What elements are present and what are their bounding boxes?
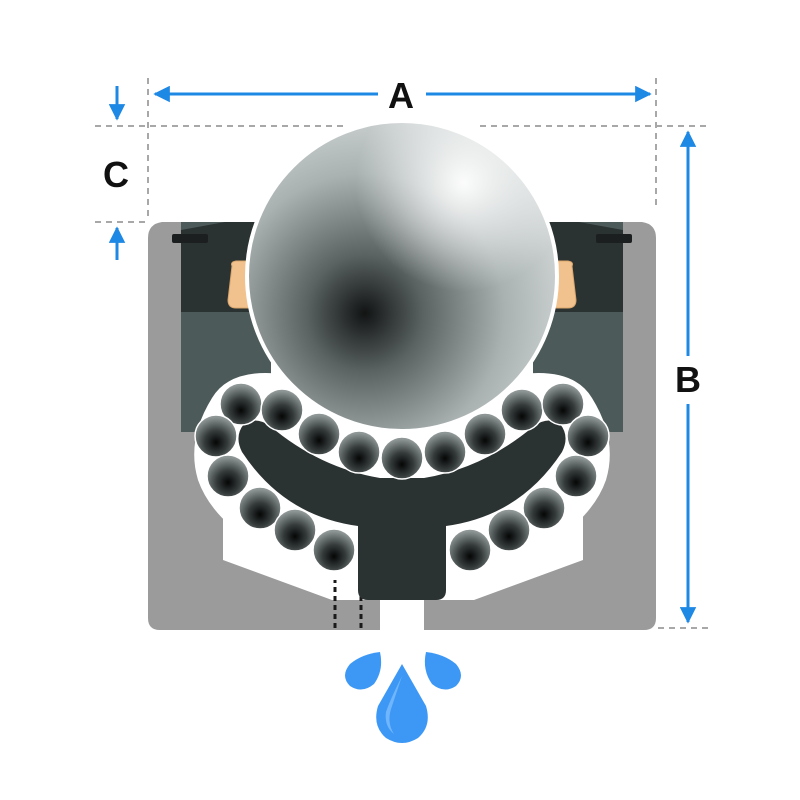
support-ball-icon (522, 486, 566, 530)
support-ball-icon (448, 528, 492, 572)
water-drops-icon (345, 652, 461, 743)
dimension-b: B (675, 130, 701, 624)
support-ball-icon (273, 508, 317, 552)
dimension-b-label: B (675, 359, 701, 400)
support-ball-icon (554, 454, 598, 498)
support-balls (194, 382, 610, 572)
dimension-a-label: A (388, 75, 414, 116)
retaining-clips (172, 234, 632, 243)
support-ball-icon (463, 412, 507, 456)
water-drop-right (424, 652, 461, 690)
support-ball-icon (423, 430, 467, 474)
support-ball-icon (312, 528, 356, 572)
support-ball-icon (566, 414, 610, 458)
main-ball (245, 119, 559, 433)
extension-lines (95, 78, 712, 629)
support-ball-icon (380, 436, 424, 480)
support-ball-icon (194, 414, 238, 458)
support-ball-icon (206, 454, 250, 498)
dimension-a: A (153, 75, 652, 116)
water-drop-center (376, 664, 428, 743)
support-ball-icon (541, 382, 585, 426)
support-ball-icon (500, 388, 544, 432)
dimension-c: C (103, 86, 129, 260)
ball-cradle-insert (238, 420, 566, 600)
support-ball-icon (260, 388, 304, 432)
outer-housing (148, 222, 656, 630)
dimension-c-label: C (103, 154, 129, 195)
support-ball-icon (297, 412, 341, 456)
water-drop-left (345, 652, 382, 690)
support-ball-icon (487, 508, 531, 552)
support-ball-icon (337, 430, 381, 474)
support-ball-icon (238, 486, 282, 530)
